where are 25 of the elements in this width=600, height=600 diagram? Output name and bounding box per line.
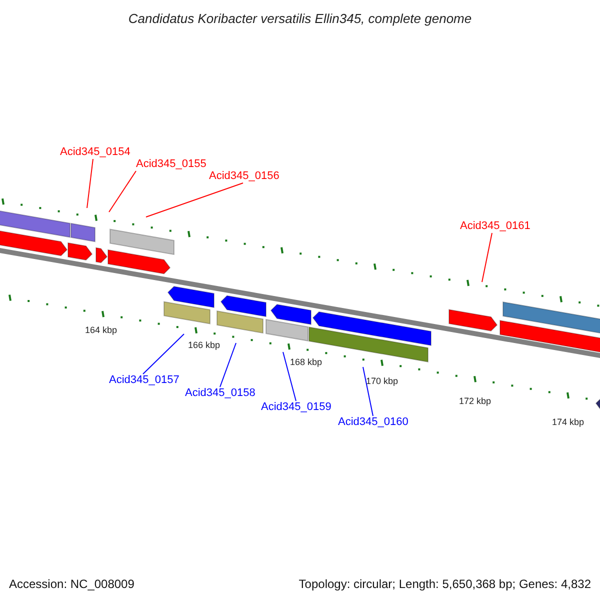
leader-line [86,158,94,208]
gene-label: Acid345_0155 [136,158,206,171]
leader-line [108,170,136,212]
gene-label: Acid345_0154 [60,146,130,159]
genome-stats-text: Topology: circular; Length: 5,650,368 bp; Genes: 4,832 [298,576,591,593]
leader-line [482,232,492,282]
scale-label: 172 kbp [459,396,492,407]
scale-label: 170 kbp [366,376,398,387]
leader-line [362,366,374,416]
leader-line [146,182,244,218]
gene-label: Acid345_0158 [185,387,256,400]
scale-label: 166 kbp [188,340,220,351]
accession-text: Accession: NC_008009 [9,576,134,593]
scale-label: 174 kbp [552,417,584,428]
leader-line [220,342,236,388]
leader-line [282,352,296,402]
scale-label: 168 kbp [290,357,322,368]
leader-line [142,334,184,374]
gene-label: Acid345_0159 [261,401,332,414]
gene-label: Acid345_0156 [209,170,280,183]
title: Candidatus Koribacter versatilis Ellin345, complete genome [128,10,472,28]
gene-label: Acid345_0157 [109,374,180,387]
gene-label: Acid345_0161 [460,220,530,233]
scale-label: 164 kbp [85,325,118,336]
gene-label: Acid345_0160 [338,416,408,429]
